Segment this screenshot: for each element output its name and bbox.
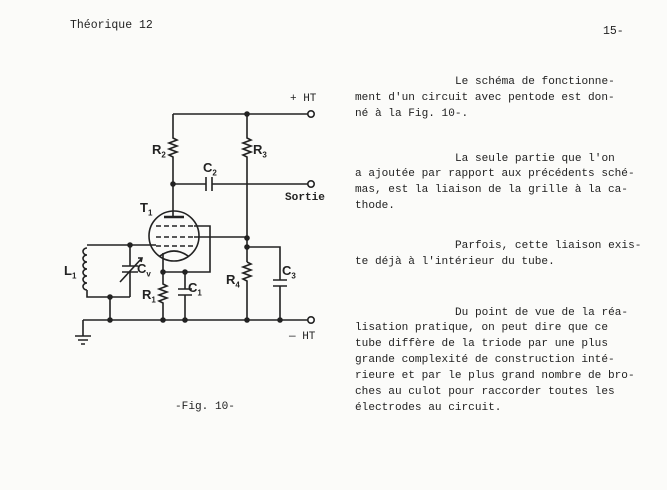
- label-r4: R4: [226, 273, 240, 292]
- label-sortie: Sortie: [285, 192, 325, 204]
- node: [277, 317, 283, 323]
- paragraph-1-line: Le schéma de fonctionne-: [455, 76, 615, 88]
- terminal-minus-ht: [306, 315, 315, 324]
- label-c1-letter: C: [188, 280, 198, 295]
- node: [107, 317, 113, 323]
- pentode-tube-t1: [148, 210, 200, 262]
- label-r3-sub: 3: [262, 150, 267, 160]
- paragraph-4-line: rieure et par le plus grand nombre de br…: [355, 370, 635, 382]
- paragraph-4-line: tube diffère de la triode par une plus: [355, 338, 608, 350]
- label-l1-letter: L: [64, 263, 72, 278]
- paragraph-2-line: thode.: [355, 200, 395, 212]
- paragraph-3-line: Parfois, cette liaison exis-: [455, 240, 642, 252]
- label-c3-sub: 3: [291, 271, 296, 281]
- resistor-r3: [240, 114, 254, 320]
- paragraph-4-line: ches au culot pour raccorder toutes les: [355, 386, 615, 398]
- paragraph-2-line: mas, est la liaison de la grille à la ca…: [355, 184, 628, 196]
- capacitor-c3: [247, 246, 287, 320]
- paragraph-1-line: né à la Fig. 10-.: [355, 108, 469, 120]
- paragraph-4-line: grande complexité de construction inté-: [355, 354, 615, 366]
- paragraph-1-line: ment d'un circuit avec pentode est don-: [355, 92, 615, 104]
- paragraph-3-line: te déjà à l'intérieur du tube.: [355, 256, 555, 268]
- label-cv-letter: C: [137, 261, 147, 276]
- label-c1: C1: [188, 281, 202, 300]
- label-c2-letter: C: [203, 160, 213, 175]
- resistor-r1: [156, 272, 170, 320]
- label-l1-sub: 1: [71, 271, 77, 281]
- paragraph-4-line: Du point de vue de la réa-: [455, 307, 629, 319]
- paragraph-2-line: a ajoutée par rapport aux précédents sch…: [355, 168, 635, 180]
- label-r4-letter: R: [226, 272, 236, 287]
- label-r1-letter: R: [142, 287, 152, 302]
- capacitor-c2: [173, 177, 308, 191]
- label-r1-sub: 1: [151, 295, 156, 305]
- tube-grids: [156, 225, 194, 247]
- node: [244, 235, 250, 241]
- node: [244, 317, 250, 323]
- paragraph-4-line: lisation pratique, on peut dire que ce: [355, 322, 608, 334]
- resistor-r2: [166, 114, 180, 217]
- label-c1-sub: 1: [197, 288, 202, 298]
- page-header-title: Théorique 12: [70, 19, 153, 32]
- label-c3-letter: C: [282, 263, 292, 278]
- paragraph-2-line: La seule partie que l'on: [455, 153, 615, 165]
- ground-icon: [75, 320, 91, 345]
- label-t1-sub: 1: [147, 208, 153, 218]
- label-minus-ht: — HT: [289, 331, 316, 343]
- label-r2-sub: 2: [161, 150, 166, 160]
- label-r2-letter: R: [152, 142, 162, 157]
- label-c2-sub: 2: [212, 168, 217, 178]
- label-c3: C3: [282, 264, 296, 283]
- page-number: 15-: [603, 25, 624, 38]
- label-r1: R1: [142, 288, 156, 307]
- variable-capacitor-cv: [119, 245, 144, 297]
- node: [182, 317, 188, 323]
- label-r3: R3: [253, 143, 267, 162]
- terminal-plus-ht: [306, 110, 315, 119]
- label-l1: L1: [64, 264, 76, 283]
- capacitor-c1: [178, 272, 192, 320]
- label-c2: C2: [203, 161, 217, 180]
- figure-caption: -Fig. 10-: [175, 401, 235, 413]
- label-t1: T1: [140, 201, 152, 220]
- label-t1-letter: T: [140, 200, 148, 215]
- label-r2: R2: [152, 143, 166, 162]
- label-plus-ht: + HT: [290, 93, 317, 105]
- label-r3-letter: R: [253, 142, 263, 157]
- inductor-l1: [82, 244, 130, 298]
- label-r4-sub: 4: [235, 280, 240, 290]
- label-cv: Cv: [137, 262, 151, 281]
- node: [160, 317, 166, 323]
- paragraph-4-line: électrodes au circuit.: [355, 402, 502, 414]
- label-cv-sub: v: [146, 269, 151, 279]
- terminal-sortie: [306, 180, 315, 189]
